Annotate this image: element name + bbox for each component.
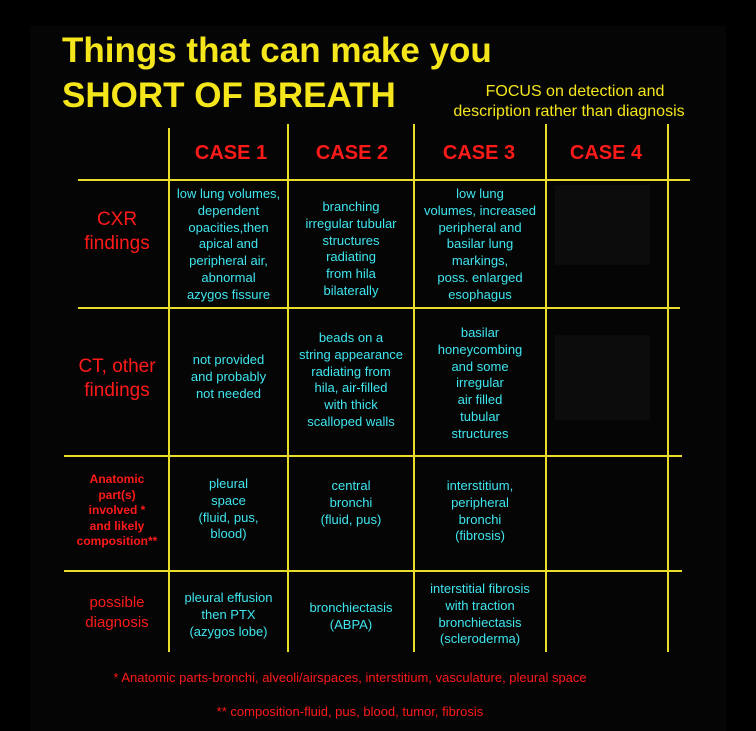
grid-line-vertical [168,128,170,652]
cell-anatomic-case-1: pleural space (fluid, pus, blood) [198,476,259,542]
footnote-composition: ** composition-fluid, pus, blood, tumor,… [216,704,484,719]
cell-diagnosis-case-3: interstitial fibrosis with traction bron… [430,581,530,647]
footnote-anatomic-parts: * Anatomic parts-bronchi, alveoli/airspa… [113,670,587,685]
grid-line-horizontal [64,570,682,572]
cell-diagnosis-case-1: pleural effusion then PTX (azygos lobe) [184,590,273,639]
cell-ct-case-2: beads on a string appearance radiating f… [298,330,404,429]
row-header-anatomic-parts: Anatomic part(s) involved * and likely c… [76,472,158,548]
cell-anatomic-case-3: interstitium, peripheral bronchi (fibros… [446,478,514,544]
focus-note-line-2: description rather than diagnosis [453,103,685,120]
cell-cxr-case-3: low lung volumes, increased peripheral a… [424,186,536,302]
title-line-2: SHORT OF BREATH [62,76,396,115]
cell-ct-case-3: basilar honeycombing and some irregular … [437,325,523,441]
cell-cxr-case-1: low lung volumes, dependent opacities,th… [176,186,281,302]
cell-ct-case-1: not provided and probably not needed [190,352,267,401]
case-header-1: CASE 1 [194,142,268,164]
row-header-possible-diagnosis: possible diagnosis [85,594,149,631]
cell-cxr-case-2: branching irregular tubular structures r… [305,199,397,298]
grid-line-horizontal [64,455,682,457]
grid-line-vertical [287,124,289,652]
empty-case4-shade [555,335,650,420]
cell-anatomic-case-2: central bronchi (fluid, pus) [320,478,382,527]
cell-diagnosis-case-2: bronchiectasis (ABPA) [309,600,393,632]
grid-line-vertical [545,124,547,652]
empty-case4-shade [555,185,650,265]
case-header-4: CASE 4 [569,142,643,164]
case-header-3: CASE 3 [442,142,516,164]
case-header-2: CASE 2 [315,142,389,164]
title-line-1: Things that can make you [62,31,492,70]
grid-line-vertical [667,124,669,652]
grid-line-vertical [413,124,415,652]
grid-line-horizontal [78,307,680,309]
row-header-ct-other-findings: CT, other findings [78,356,156,401]
grid-line-horizontal [78,179,690,181]
row-header-cxr-findings: CXR findings [84,209,150,254]
focus-note-line-1: FOCUS on detection and [485,83,665,100]
